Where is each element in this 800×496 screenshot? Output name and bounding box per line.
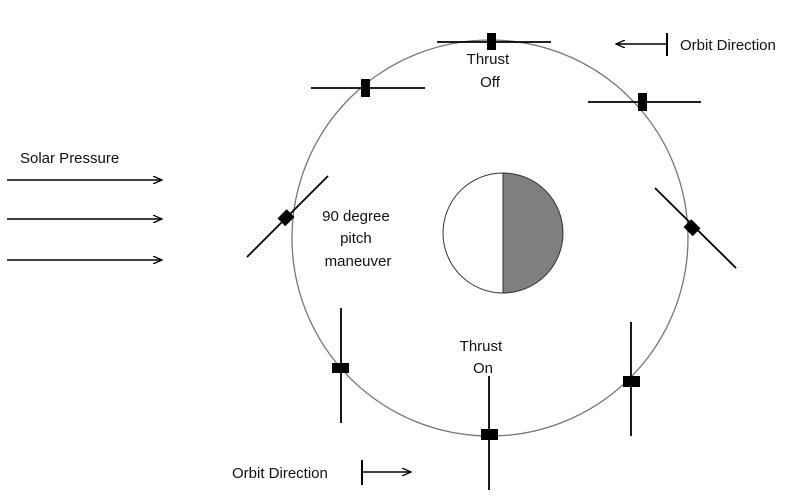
solar-pressure-label: Solar Pressure	[20, 150, 119, 167]
satellite	[332, 308, 349, 423]
planet-night-side	[502, 172, 564, 294]
thrust-on-label: Thrust On	[460, 338, 507, 377]
orbit-direction-top: Orbit Direction	[616, 33, 776, 56]
satellite	[588, 93, 701, 111]
thrust-off-label: Thrust Off	[467, 51, 514, 91]
satellite	[311, 79, 425, 97]
satellite	[246, 175, 329, 258]
orbit-direction-label-top: Orbit Direction	[680, 37, 776, 54]
orbit-direction-bottom: Orbit Direction	[232, 460, 411, 485]
satellite	[654, 187, 737, 269]
orbit-direction-label-bottom: Orbit Direction	[232, 465, 328, 482]
satellite	[437, 33, 551, 50]
satellite	[481, 376, 498, 490]
pitch-maneuver-label: 90 degree pitch maneuver	[322, 208, 394, 270]
satellite	[623, 322, 640, 436]
planet-day-side	[442, 172, 504, 294]
planet	[442, 172, 564, 294]
